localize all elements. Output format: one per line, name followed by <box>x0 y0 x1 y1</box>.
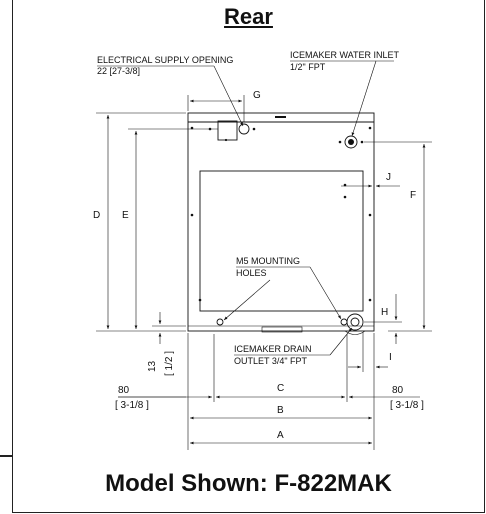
dimension-j: J <box>341 170 400 200</box>
dimension-d: D <box>93 112 186 332</box>
dim-g-label: G <box>253 90 261 101</box>
panel-edge-line <box>0 455 12 457</box>
electrical-supply-opening <box>208 120 256 142</box>
water-inlet-size: 1/2" FPT <box>290 62 326 72</box>
drain-callout: ICEMAKER DRAIN OUTLET 3/4" FPT <box>234 327 353 366</box>
dim-j-label: J <box>386 172 391 183</box>
dim-d-label: D <box>93 210 100 221</box>
rear-access-panel <box>199 170 364 312</box>
drain-label-line1: ICEMAKER DRAIN <box>234 344 312 354</box>
model-caption: Model Shown: F-822MAK <box>105 470 392 497</box>
dimension-bottom-gap: 13 [ 1/2 ] <box>147 312 186 376</box>
drain-label-line2: OUTLET 3/4" FPT <box>234 356 308 366</box>
dim-bottom-gap-in: [ 1/2 ] <box>164 351 175 376</box>
drain-outlet-fitting <box>344 313 366 335</box>
dim-a-label: A <box>277 430 284 441</box>
panel-title: Rear <box>224 4 273 29</box>
water-inlet-callout: ICEMAKER WATER INLET 1/2" FPT <box>290 50 400 137</box>
dim-f-label: F <box>410 190 416 201</box>
dim-right-offset-mm: 80 <box>392 385 404 396</box>
dim-left-offset-mm: 80 <box>118 385 130 396</box>
rear-view-panel: Rear Model Shown: F-822MAK <box>12 0 485 513</box>
dimension-g: G <box>187 90 261 122</box>
water-inlet-label: ICEMAKER WATER INLET <box>290 50 400 60</box>
dimension-i: I <box>348 332 392 372</box>
dimension-e: E <box>122 128 218 329</box>
dimension-f: F <box>364 141 432 332</box>
electrical-size: 22 [27-3/8] <box>97 66 140 76</box>
dim-b-label: B <box>277 405 284 416</box>
dim-bottom-gap-mm: 13 <box>147 360 158 372</box>
dim-right-offset-in: [ 3-1/8 ] <box>390 400 424 411</box>
dimension-a: A <box>190 430 372 445</box>
water-inlet-fitting <box>338 135 364 149</box>
mounting-label-line1: M5 MOUNTING <box>236 256 300 266</box>
dim-c-label: C <box>277 383 284 394</box>
dimension-c: C <box>213 334 348 402</box>
mounting-holes-callout: M5 MOUNTING HOLES <box>223 256 342 321</box>
dimension-h: H <box>364 294 402 344</box>
dimension-left-offset: 80 [ 3-1/8 ] <box>115 385 212 411</box>
dim-h-label: H <box>381 307 388 318</box>
dimension-b: B <box>187 333 375 450</box>
dim-i-label: I <box>389 352 392 363</box>
electrical-label: ELECTRICAL SUPPLY OPENING <box>97 55 233 65</box>
cabinet-screws <box>190 126 372 302</box>
dim-e-label: E <box>122 210 129 221</box>
cabinet-outline <box>187 112 375 332</box>
dim-left-offset-in: [ 3-1/8 ] <box>115 400 149 411</box>
mounting-label-line2: HOLES <box>236 268 267 278</box>
electrical-callout: ELECTRICAL SUPPLY OPENING 22 [27-3/8] <box>97 55 244 127</box>
dimension-right-offset: 80 [ 3-1/8 ] <box>349 385 424 411</box>
mounting-holes <box>216 318 348 326</box>
cabinet-feet <box>261 326 303 333</box>
